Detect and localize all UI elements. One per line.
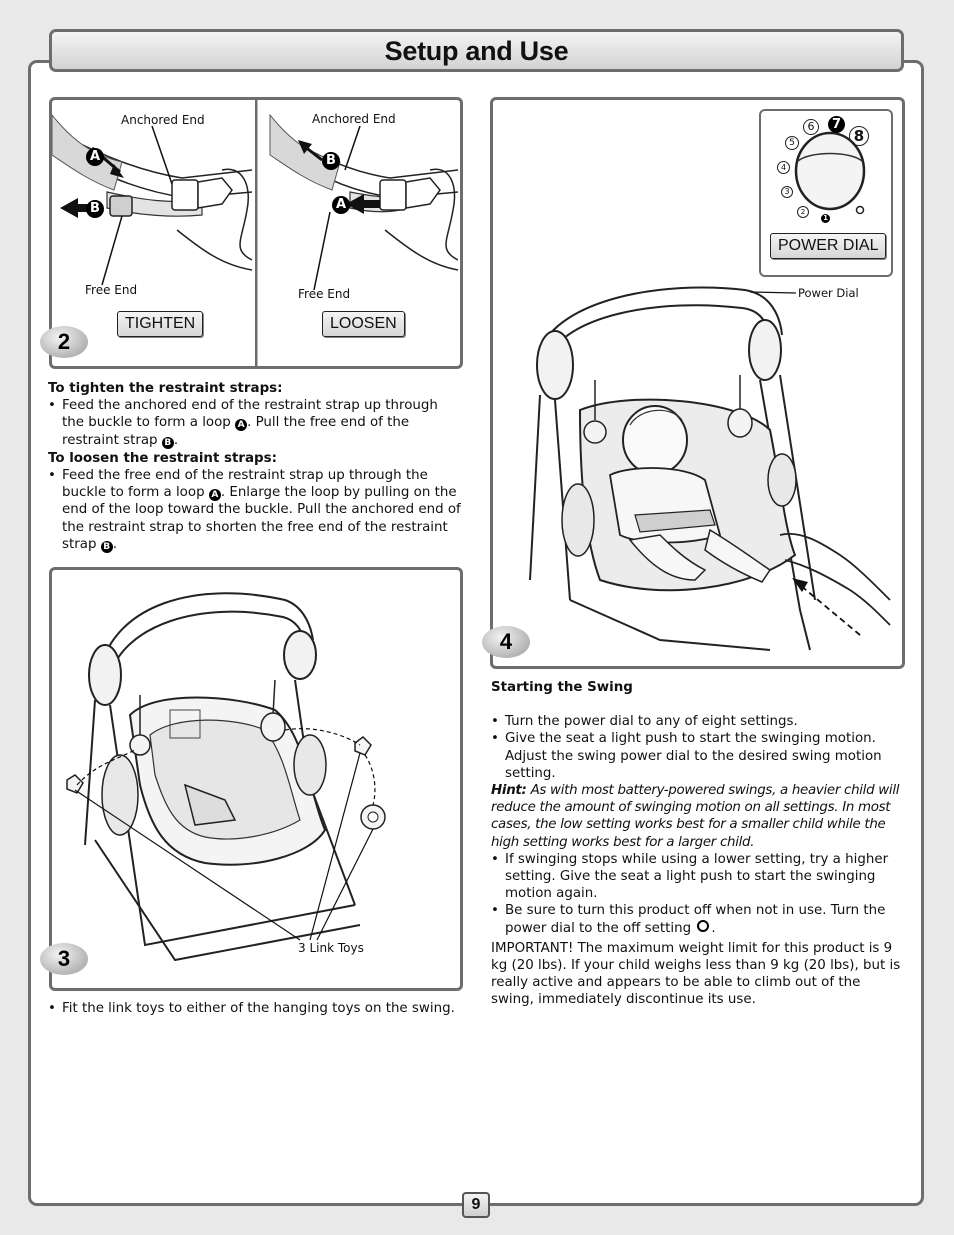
dial-number-3: 3 xyxy=(781,186,793,198)
page-title: Setup and Use xyxy=(384,36,569,66)
starting-swing-heading: Starting the Swing xyxy=(491,680,633,695)
turn-off-bullet: Be sure to turn this product off when no… xyxy=(491,902,906,936)
tighten-bullet: Feed the anchored end of the restraint s… xyxy=(48,397,463,449)
power-dial-illustration xyxy=(794,131,866,215)
light-push-bullet: Give the seat a light push to start the … xyxy=(491,730,906,782)
step2-badge: 2 xyxy=(40,326,88,358)
title-bar: Setup and Use xyxy=(49,29,904,72)
marker-a-icon: A xyxy=(86,148,104,166)
swinging-stops-bullet: If swinging stops while using a lower se… xyxy=(491,851,906,903)
loosen-anchored-end-label: Anchored End xyxy=(312,112,396,126)
step2-divider xyxy=(255,99,258,367)
power-dial-bullet: Turn the power dial to any of eight sett… xyxy=(491,713,906,730)
marker-b-icon: B xyxy=(322,152,340,170)
dial-number-6: 6 xyxy=(803,119,819,135)
circle-a-icon: A xyxy=(235,419,248,432)
swing-with-link-toys-illustration xyxy=(66,592,386,962)
power-dial-label: POWER DIAL xyxy=(770,233,887,259)
dial-number-2: 2 xyxy=(797,206,809,218)
dial-number-5: 5 xyxy=(785,136,799,150)
loosen-free-end-label: Free End xyxy=(298,287,351,301)
tighten-illustration xyxy=(52,114,253,286)
loosen-label: LOOSEN xyxy=(322,311,405,337)
important-paragraph: IMPORTANT! The maximum weight limit for … xyxy=(491,940,901,1008)
hint-paragraph: Hint: As with most battery-powered swing… xyxy=(491,783,900,850)
loosen-illustration xyxy=(269,113,458,291)
marker-a-icon: A xyxy=(332,196,350,214)
marker-b-icon: B xyxy=(86,200,104,218)
dial-number-8: 8 xyxy=(849,126,869,146)
page-number: 9 xyxy=(462,1192,490,1218)
loosen-heading: To loosen the restraint straps: xyxy=(48,450,277,466)
circle-b-icon: B xyxy=(161,436,174,449)
step4-badge: 4 xyxy=(482,626,530,658)
dial-number-7: 7 xyxy=(828,116,845,133)
circle-a-icon: A xyxy=(208,489,221,502)
step2-instructions: To tighten the restraint straps: Feed th… xyxy=(48,380,463,553)
power-dial-callout: Power Dial xyxy=(798,286,859,300)
swing-with-baby-illustration xyxy=(529,286,891,651)
circle-b-icon: B xyxy=(100,540,113,553)
link-toys-bullet: Fit the link toys to either of the hangi… xyxy=(48,1000,463,1017)
dial-number-4: 4 xyxy=(777,161,790,174)
tighten-free-end-label: Free End xyxy=(85,283,138,297)
link-toys-label: 3 Link Toys xyxy=(298,941,364,955)
off-setting-icon xyxy=(697,919,710,932)
loosen-bullet: Feed the free end of the restraint strap… xyxy=(48,467,463,553)
step3-badge: 3 xyxy=(40,943,88,975)
step3-instructions: Fit the link toys to either of the hangi… xyxy=(48,1000,463,1017)
step4-instructions: Starting the Swing Turn the power dial t… xyxy=(491,679,906,1009)
tighten-heading: To tighten the restraint straps: xyxy=(48,381,283,396)
tighten-anchored-end-label: Anchored End xyxy=(121,113,205,127)
dial-number-1: 1 xyxy=(821,214,830,223)
tighten-label: TIGHTEN xyxy=(117,311,204,337)
